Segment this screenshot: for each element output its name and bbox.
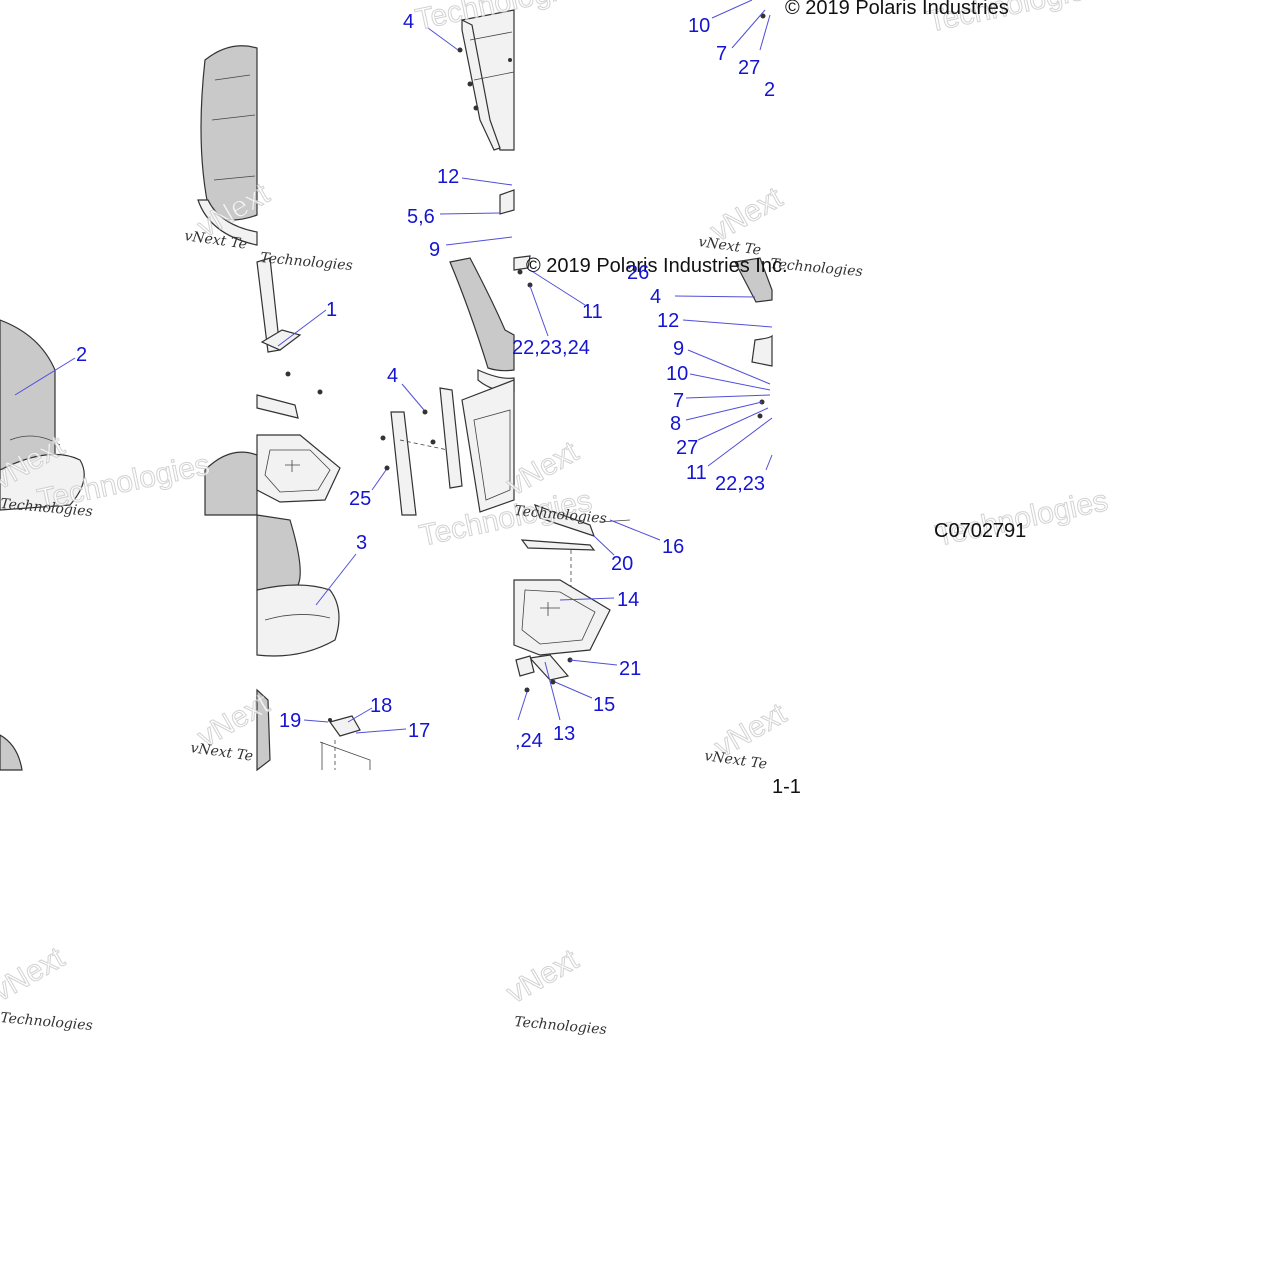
watermark-word: Technologies bbox=[933, 484, 1111, 553]
callout-24-partial: ,24 bbox=[515, 730, 543, 752]
seat-back-right bbox=[734, 257, 773, 419]
callout-4: 4 bbox=[387, 365, 398, 387]
callout-13: 13 bbox=[553, 723, 575, 745]
callout-4: 4 bbox=[650, 286, 661, 308]
callout-9: 9 bbox=[429, 239, 440, 261]
callout-19: 19 bbox=[279, 710, 301, 732]
callout-16: 16 bbox=[662, 536, 684, 558]
seat-back-top-left bbox=[197, 45, 258, 246]
callout-8: 8 bbox=[670, 413, 681, 435]
callout-11: 11 bbox=[582, 301, 603, 323]
callout-21: 21 bbox=[619, 658, 641, 680]
callout-22-23-24: 22,23,24 bbox=[512, 337, 590, 359]
callout-labels: 4 10 7 27 2 12 5,6 9 26 4 12 9 10 7 8 27… bbox=[76, 11, 775, 752]
copyright-notice: © 2019 Polaris Industries bbox=[785, 0, 1009, 19]
callout-10: 10 bbox=[688, 15, 710, 37]
callout-14: 14 bbox=[617, 589, 639, 611]
watermark-brand: vNext bbox=[501, 943, 584, 1010]
leader-lines bbox=[14, 0, 773, 734]
seat-base-tray-lower bbox=[513, 579, 611, 656]
callout-22-23: 22,23 bbox=[715, 473, 765, 495]
upper-hardware bbox=[457, 13, 766, 215]
watermark-word-serif: Technologies bbox=[0, 1010, 93, 1034]
latch-bracket bbox=[319, 715, 371, 770]
watermark-brand: vNext bbox=[0, 941, 70, 1008]
page-marker: 1-1 bbox=[772, 776, 801, 798]
watermark-short: vNext Te bbox=[189, 740, 254, 765]
seat-small-left-lower bbox=[0, 734, 23, 771]
callout-27: 27 bbox=[676, 437, 698, 459]
seat-rail-left bbox=[256, 257, 323, 419]
seat-frame-upper bbox=[461, 9, 515, 151]
callout-27: 27 bbox=[738, 57, 760, 79]
callout-3: 3 bbox=[356, 532, 367, 554]
diagram-code: C0702791 bbox=[934, 520, 1026, 542]
slider-bracket-lower bbox=[520, 503, 631, 640]
seat-back-mid bbox=[449, 257, 515, 393]
seat-assembly-left bbox=[0, 319, 85, 511]
seat-passenger bbox=[204, 451, 340, 657]
callout-20: 20 bbox=[611, 553, 633, 575]
watermark-word-serif: Technologies bbox=[260, 250, 354, 274]
mid-hardware bbox=[513, 255, 533, 288]
callout-10: 10 bbox=[666, 363, 688, 385]
seat-fragment-low bbox=[256, 688, 271, 772]
seat-frame-mid bbox=[461, 379, 515, 513]
callout-7: 7 bbox=[673, 390, 684, 412]
mount-brackets-lower bbox=[515, 654, 573, 693]
callout-17: 17 bbox=[408, 720, 430, 742]
slider-rail-pair bbox=[380, 387, 463, 516]
callout-2: 2 bbox=[764, 79, 775, 101]
callout-9: 9 bbox=[673, 338, 684, 360]
callout-25: 25 bbox=[349, 488, 371, 510]
callout-15: 15 bbox=[593, 694, 615, 716]
callout-4: 4 bbox=[403, 11, 414, 33]
callout-2: 2 bbox=[76, 344, 87, 366]
callout-11: 11 bbox=[686, 462, 707, 484]
copyright-notice-partial: © 2019 Polaris Industries Inc. bbox=[526, 255, 788, 277]
seat-base-tray bbox=[256, 434, 341, 503]
callout-12: 12 bbox=[657, 310, 679, 332]
watermark-short: vNext Te bbox=[703, 748, 768, 773]
callout-26: 26 bbox=[627, 262, 649, 284]
callout-1: 1 bbox=[326, 299, 337, 321]
callout-5-6: 5,6 bbox=[407, 206, 435, 228]
callout-7: 7 bbox=[716, 43, 727, 65]
watermark-word-serif: Technologies bbox=[514, 1014, 608, 1038]
callout-18: 18 bbox=[370, 695, 392, 717]
callout-12: 12 bbox=[437, 166, 459, 188]
